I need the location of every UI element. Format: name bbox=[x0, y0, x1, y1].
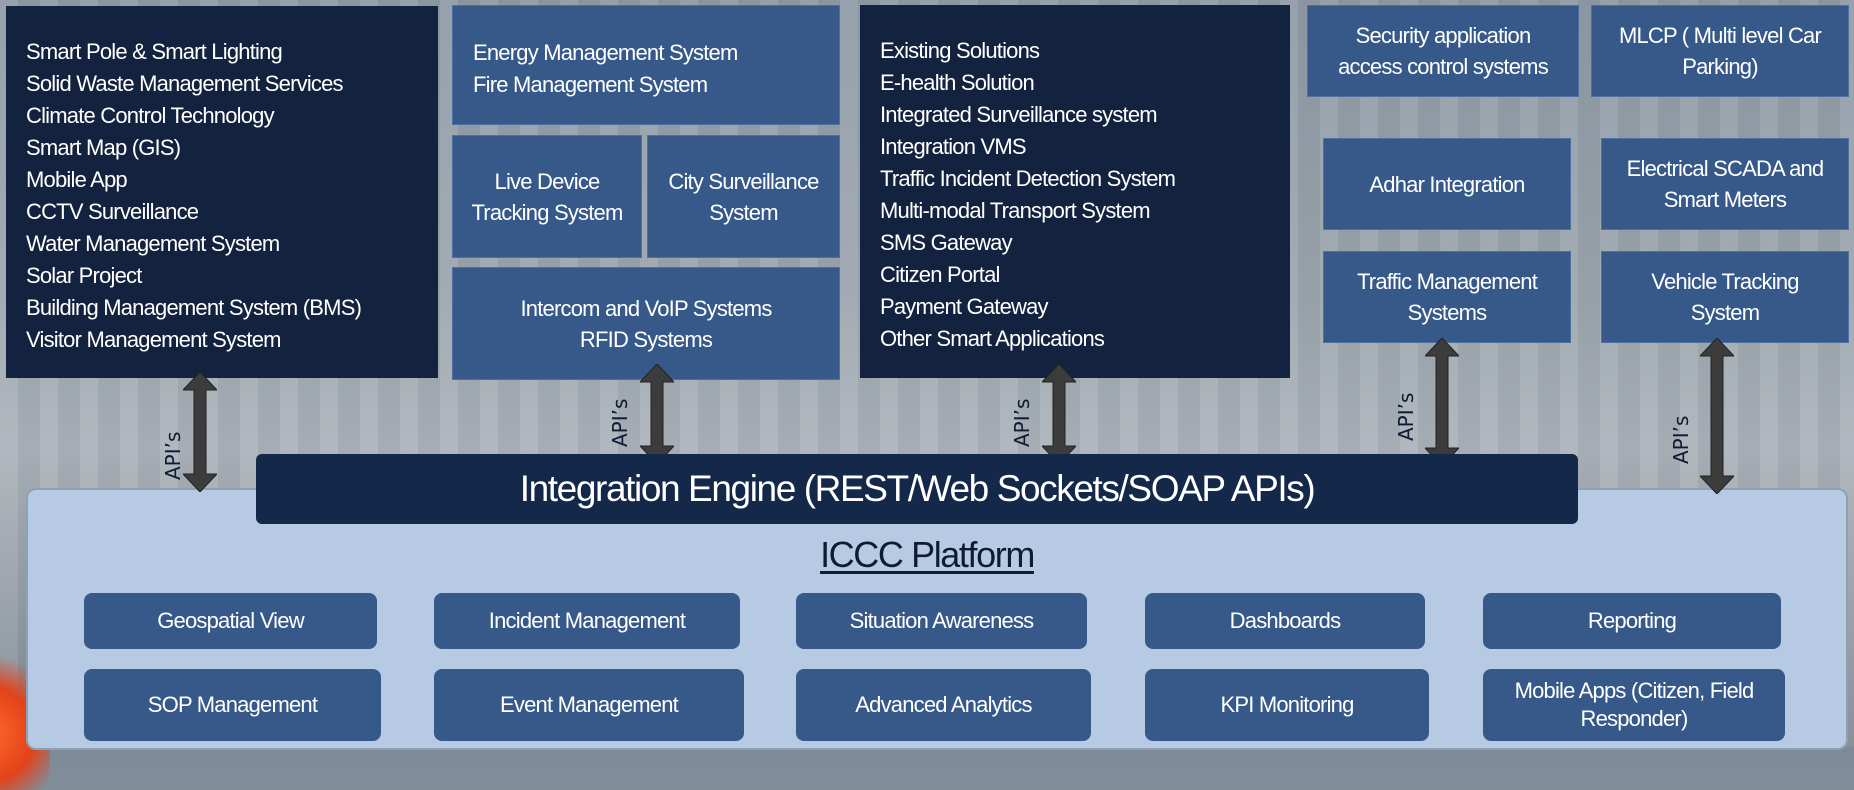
list-item: Mobile App bbox=[26, 167, 128, 192]
box-line: Live Device bbox=[494, 168, 601, 194]
list-item: Payment Gateway bbox=[880, 294, 1049, 319]
api-arrow-2 bbox=[640, 364, 674, 464]
security-access-box: Security application access control syste… bbox=[1307, 5, 1579, 97]
box-line: Traffic Management bbox=[1356, 269, 1538, 294]
adhar-integration-box: Adhar Integration bbox=[1323, 138, 1571, 230]
list-item: Building Management System (BMS) bbox=[26, 295, 362, 320]
box-line: RFID Systems bbox=[579, 326, 713, 352]
existing-solutions-box: Existing Solutions E-health Solution Int… bbox=[860, 5, 1290, 378]
box-line: Parking) bbox=[1682, 54, 1758, 79]
api-arrow-4 bbox=[1425, 338, 1459, 466]
list-item: CCTV Surveillance bbox=[26, 199, 199, 224]
box-line: MLCP ( Multi level Car bbox=[1618, 23, 1822, 48]
module-event-management: Event Management bbox=[434, 669, 744, 741]
energy-fire-box: Energy Management System Fire Management… bbox=[452, 5, 840, 125]
list-item: E-health Solution bbox=[880, 70, 1035, 95]
module-label: Situation Awareness bbox=[849, 608, 1035, 633]
module-kpi-monitoring: KPI Monitoring bbox=[1145, 669, 1429, 741]
module-sop-management: SOP Management bbox=[84, 669, 381, 741]
module-label: Incident Management bbox=[488, 608, 686, 633]
api-arrow-3 bbox=[1042, 364, 1076, 464]
module-dashboards: Dashboards bbox=[1145, 593, 1425, 649]
module-situation-awareness: Situation Awareness bbox=[796, 593, 1087, 649]
list-item: Solid Waste Management Services bbox=[26, 71, 344, 96]
box-line: Vehicle Tracking bbox=[1651, 269, 1799, 294]
box-line: Intercom and VoIP Systems bbox=[520, 295, 772, 321]
module-label: Geospatial View bbox=[157, 608, 304, 633]
list-item: Smart Map (GIS) bbox=[26, 135, 181, 160]
module-label: Mobile Apps (Citizen, Field bbox=[1514, 678, 1755, 703]
smart-services-box: Smart Pole & Smart Lighting Solid Waste … bbox=[6, 6, 438, 378]
api-arrow-1 bbox=[183, 372, 217, 492]
list-item: Water Management System bbox=[26, 231, 280, 256]
module-label: Reporting bbox=[1587, 608, 1677, 633]
list-item: Energy Management System bbox=[473, 40, 738, 65]
integration-engine-bar: Integration Engine (REST/Web Sockets/SOA… bbox=[256, 454, 1578, 524]
box-line: System bbox=[1690, 300, 1760, 325]
module-advanced-analytics: Advanced Analytics bbox=[796, 669, 1091, 741]
box-line: Tracking System bbox=[471, 199, 623, 225]
list-item: Integration VMS bbox=[880, 134, 1027, 159]
list-item: Traffic Incident Detection System bbox=[880, 166, 1176, 191]
list-item: Other Smart Applications bbox=[880, 326, 1105, 351]
box-line: System bbox=[709, 199, 778, 225]
list-item: Existing Solutions bbox=[880, 38, 1040, 63]
api-label: API’s bbox=[1394, 392, 1418, 441]
module-incident-management: Incident Management bbox=[434, 593, 740, 649]
box-line: Systems bbox=[1407, 300, 1488, 325]
module-label: Dashboards bbox=[1229, 608, 1341, 633]
module-mobile-apps: Mobile Apps (Citizen, Field Responder) bbox=[1483, 669, 1785, 741]
box-line: Electrical SCADA and bbox=[1626, 156, 1825, 181]
list-item: Fire Management System bbox=[473, 72, 708, 97]
list-item: Integrated Surveillance system bbox=[880, 102, 1158, 127]
module-label: SOP Management bbox=[147, 692, 318, 717]
box-line: Smart Meters bbox=[1663, 187, 1787, 212]
module-label: Advanced Analytics bbox=[855, 692, 1032, 717]
list-item: Solar Project bbox=[26, 263, 142, 288]
box-line: Security application bbox=[1355, 23, 1532, 48]
api-label: API’s bbox=[608, 398, 632, 447]
api-label: API’s bbox=[1010, 398, 1034, 447]
box-line: Adhar Integration bbox=[1369, 171, 1525, 197]
box-line: City Surveillance bbox=[668, 168, 819, 194]
box-line: access control systems bbox=[1338, 54, 1549, 79]
list-item: Visitor Management System bbox=[26, 327, 282, 352]
api-label: API’s bbox=[1669, 415, 1693, 464]
module-geospatial-view: Geospatial View bbox=[84, 593, 377, 649]
module-label: Event Management bbox=[500, 692, 679, 717]
module-label: KPI Monitoring bbox=[1220, 692, 1354, 717]
api-arrow-5 bbox=[1700, 338, 1734, 494]
list-item: Multi-modal Transport System bbox=[880, 198, 1151, 223]
list-item: Smart Pole & Smart Lighting bbox=[26, 39, 283, 64]
list-item: Climate Control Technology bbox=[26, 103, 275, 128]
api-label: API’s bbox=[161, 431, 185, 480]
list-item: Citizen Portal bbox=[880, 262, 1000, 287]
engine-title: Integration Engine (REST/Web Sockets/SOA… bbox=[519, 468, 1316, 509]
module-label: Responder) bbox=[1580, 706, 1689, 731]
list-item: SMS Gateway bbox=[880, 230, 1013, 255]
module-reporting: Reporting bbox=[1483, 593, 1781, 649]
platform-title: ICCC Platform bbox=[820, 534, 1035, 575]
